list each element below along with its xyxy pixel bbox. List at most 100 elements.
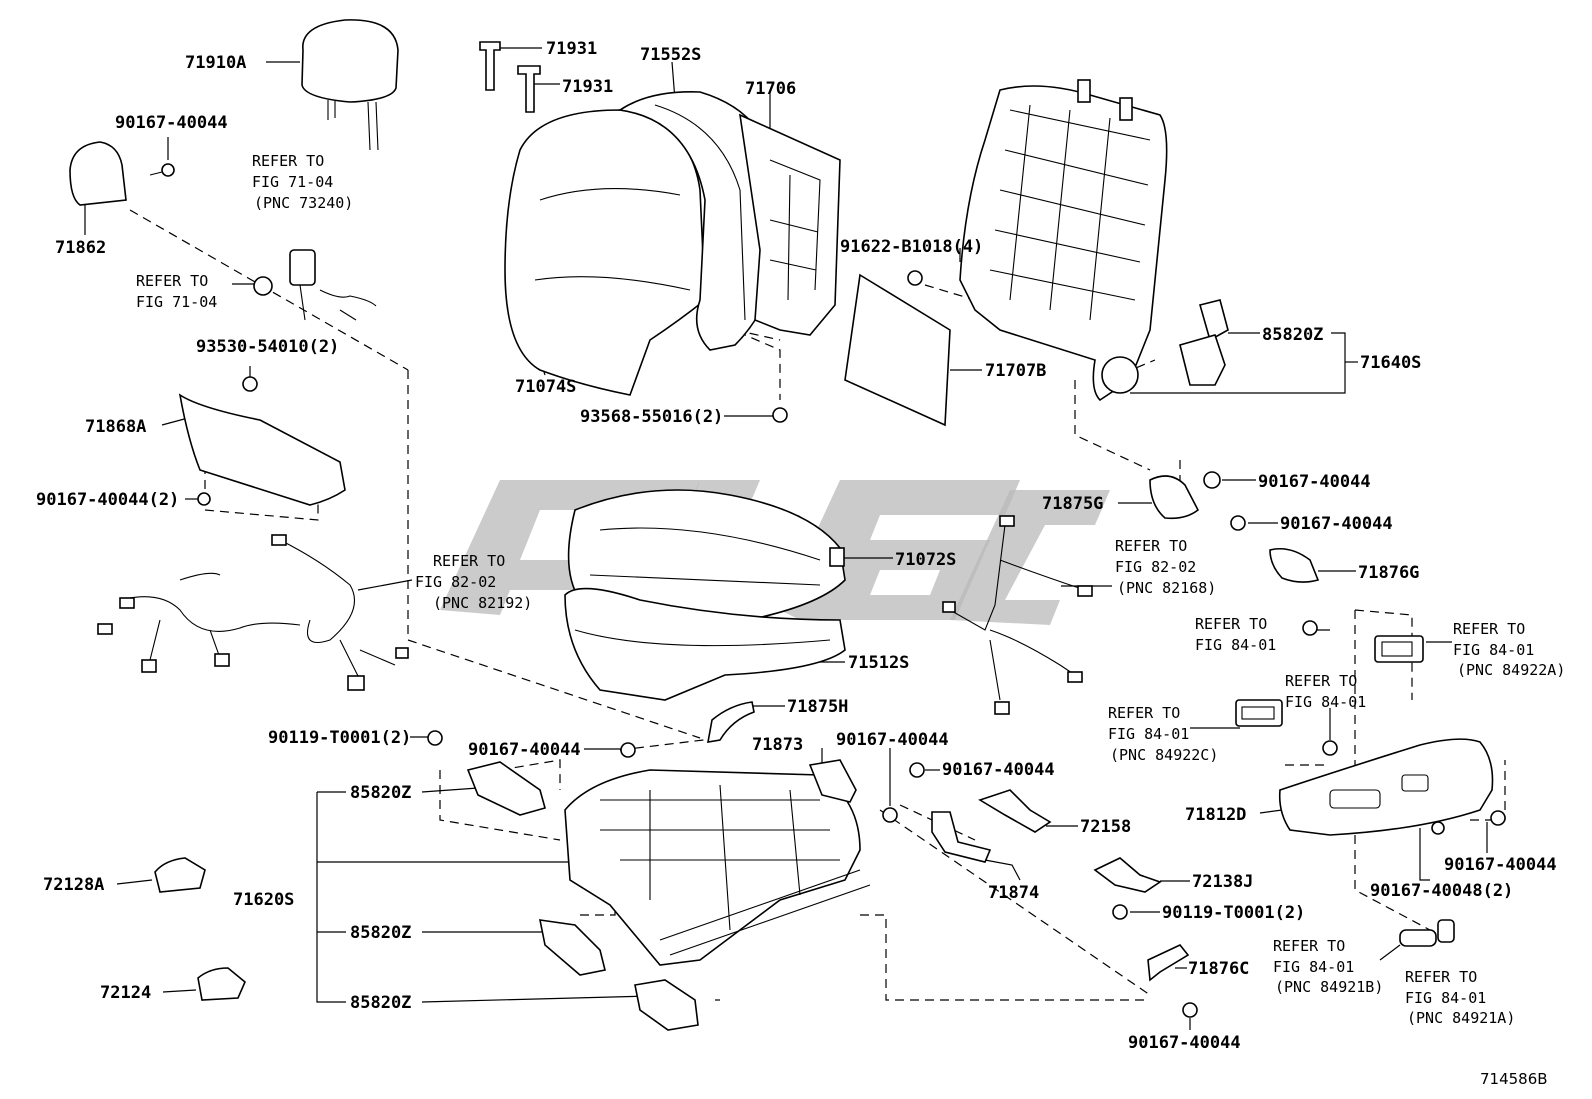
seat-cushion-pad bbox=[564, 587, 846, 701]
label-71875g: 71875G bbox=[1042, 494, 1103, 514]
svg-text:FIG 84-01: FIG 84-01 bbox=[1285, 693, 1366, 711]
ref-harness-right: REFER TO FIG 82-02 (PNC 82168) bbox=[1115, 537, 1216, 597]
hinge-cover-71875g bbox=[1149, 475, 1200, 520]
svg-text:FIG 82-02: FIG 82-02 bbox=[415, 573, 496, 591]
svg-text:(PNC 84921A): (PNC 84921A) bbox=[1407, 1009, 1515, 1027]
ref-switch-b: REFER TO FIG 84-01 (PNC 84922A) bbox=[1453, 620, 1565, 679]
svg-text:(PNC 84922A): (PNC 84922A) bbox=[1457, 661, 1565, 679]
label-72124: 72124 bbox=[100, 983, 151, 1003]
label-71706: 71706 bbox=[745, 79, 796, 99]
back-shield bbox=[844, 273, 951, 427]
label-93568-55016: 93568-55016(2) bbox=[580, 407, 723, 427]
svg-text:(PNC 73240): (PNC 73240) bbox=[254, 194, 353, 212]
svg-text:FIG 84-01: FIG 84-01 bbox=[1453, 641, 1534, 659]
label-71876c: 71876C bbox=[1188, 959, 1249, 979]
svg-text:REFER TO: REFER TO bbox=[1115, 537, 1187, 555]
ref-belt: REFER TO FIG 71-04 (PNC 73240) bbox=[252, 152, 353, 212]
cover-71876c bbox=[1147, 944, 1190, 982]
cover-72158 bbox=[978, 789, 1052, 833]
label-71620s: 71620S bbox=[233, 890, 294, 910]
svg-text:FIG 84-01: FIG 84-01 bbox=[1405, 989, 1486, 1007]
svg-text:(PNC 82168): (PNC 82168) bbox=[1117, 579, 1216, 597]
reference-labels: REFER TO FIG 71-04 (PNC 73240) REFER TO … bbox=[136, 152, 1565, 1027]
cover-71875h bbox=[707, 701, 755, 743]
screws bbox=[197, 270, 1506, 1018]
seat-belt-buckle bbox=[253, 249, 377, 321]
svg-text:FIG 84-01: FIG 84-01 bbox=[1195, 636, 1276, 654]
switch-84922c bbox=[1235, 699, 1283, 727]
wire-harness-right bbox=[942, 515, 1093, 715]
label-93530-54010: 93530-54010(2) bbox=[196, 337, 339, 357]
back-board bbox=[738, 113, 841, 336]
leg-cover-72124 bbox=[197, 967, 246, 1001]
label-71874: 71874 bbox=[988, 883, 1039, 903]
svg-text:FIG 71-04: FIG 71-04 bbox=[136, 293, 217, 311]
ref-grommet: REFER TO FIG 71-04 bbox=[136, 272, 217, 311]
svg-text:FIG 84-01: FIG 84-01 bbox=[1108, 725, 1189, 743]
label-71931-a: 71931 bbox=[546, 39, 597, 59]
ref-switch-a: REFER TO FIG 84-01 bbox=[1195, 615, 1276, 654]
label-90167-40044-12d: 90167-40044 bbox=[1444, 855, 1557, 875]
label-71707b: 71707B bbox=[985, 361, 1046, 381]
cover-72138j bbox=[1093, 857, 1162, 893]
label-90167-40044-73: 90167-40044 bbox=[836, 730, 949, 750]
label-90119-t0001-a: 90119-T0001(2) bbox=[268, 728, 411, 748]
svg-text:REFER TO: REFER TO bbox=[1195, 615, 1267, 633]
wire-harness-left bbox=[97, 534, 409, 691]
switch-84922a bbox=[1374, 635, 1424, 663]
label-71910a: 71910A bbox=[185, 53, 246, 73]
bracket-71874 bbox=[931, 811, 992, 863]
label-71862: 71862 bbox=[55, 238, 106, 258]
label-85820z-c: 85820Z bbox=[350, 993, 411, 1013]
leader-lines bbox=[84, 47, 1488, 1030]
side-shield-under bbox=[178, 393, 346, 506]
label-90119-t0001-b: 90119-T0001(2) bbox=[1162, 903, 1305, 923]
label-71931-b: 71931 bbox=[562, 77, 613, 97]
label-71512s: 71512S bbox=[848, 653, 909, 673]
label-71074s: 71074S bbox=[515, 377, 576, 397]
knob-84921a bbox=[1437, 919, 1455, 943]
label-90167-40044-g: 90167-40044 bbox=[1258, 472, 1371, 492]
svg-text:REFER TO: REFER TO bbox=[1285, 672, 1357, 690]
label-71072s: 71072S bbox=[895, 550, 956, 570]
svg-text:REFER TO: REFER TO bbox=[1405, 968, 1477, 986]
ref-knob-b: REFER TO FIG 84-01 (PNC 84921B) bbox=[1273, 937, 1383, 996]
label-90167-40044-74: 90167-40044 bbox=[942, 760, 1055, 780]
label-90167-40044-2: 90167-40044(2) bbox=[36, 490, 179, 510]
hinge-cover-71876g bbox=[1269, 547, 1320, 583]
adjuster-motors bbox=[466, 761, 699, 1031]
label-85820z-a: 85820Z bbox=[350, 783, 411, 803]
ref-knob-a: REFER TO FIG 84-01 (PNC 84921A) bbox=[1405, 968, 1515, 1027]
back-motor bbox=[1179, 299, 1229, 386]
label-71876g: 71876G bbox=[1358, 563, 1419, 583]
svg-text:(PNC 82192): (PNC 82192) bbox=[433, 594, 532, 612]
hinge-cover-71862 bbox=[69, 141, 175, 206]
seat-adjuster bbox=[564, 769, 871, 966]
label-90167-40044-hinge: 90167-40044 bbox=[115, 113, 228, 133]
label-91622-b1018: 91622-B1018(4) bbox=[840, 237, 983, 257]
bracket-71873 bbox=[808, 759, 857, 803]
svg-text:(PNC 84922C): (PNC 84922C) bbox=[1110, 746, 1218, 764]
svg-text:FIG 71-04: FIG 71-04 bbox=[252, 173, 333, 191]
svg-text:FIG 82-02: FIG 82-02 bbox=[1115, 558, 1196, 576]
label-85820z-back: 85820Z bbox=[1262, 325, 1323, 345]
label-72128a: 72128A bbox=[43, 875, 104, 895]
back-frame bbox=[959, 79, 1168, 402]
ref-switch-c: REFER TO FIG 84-01 bbox=[1285, 672, 1366, 711]
ref-harness-left: REFER TO FIG 82-02 (PNC 82192) bbox=[415, 552, 532, 612]
label-90167-40048: 90167-40048(2) bbox=[1370, 881, 1513, 901]
label-90167-40044-76c: 90167-40044 bbox=[1128, 1033, 1241, 1053]
leg-cover-72128a bbox=[154, 857, 206, 893]
label-71812d: 71812D bbox=[1185, 805, 1246, 825]
label-71873: 71873 bbox=[752, 735, 803, 755]
svg-text:REFER TO: REFER TO bbox=[252, 152, 324, 170]
label-72138j: 72138J bbox=[1192, 872, 1253, 892]
svg-text:REFER TO: REFER TO bbox=[136, 272, 208, 290]
part-labels: 71910A 71931 71931 71552S 71706 90167-40… bbox=[36, 39, 1557, 1053]
ref-switch-d: REFER TO FIG 84-01 (PNC 84922C) bbox=[1108, 704, 1218, 764]
headrest-guides bbox=[479, 41, 541, 113]
svg-text:REFER TO: REFER TO bbox=[1453, 620, 1525, 638]
svg-text:REFER TO: REFER TO bbox=[1108, 704, 1180, 722]
svg-text:FIG 84-01: FIG 84-01 bbox=[1273, 958, 1354, 976]
